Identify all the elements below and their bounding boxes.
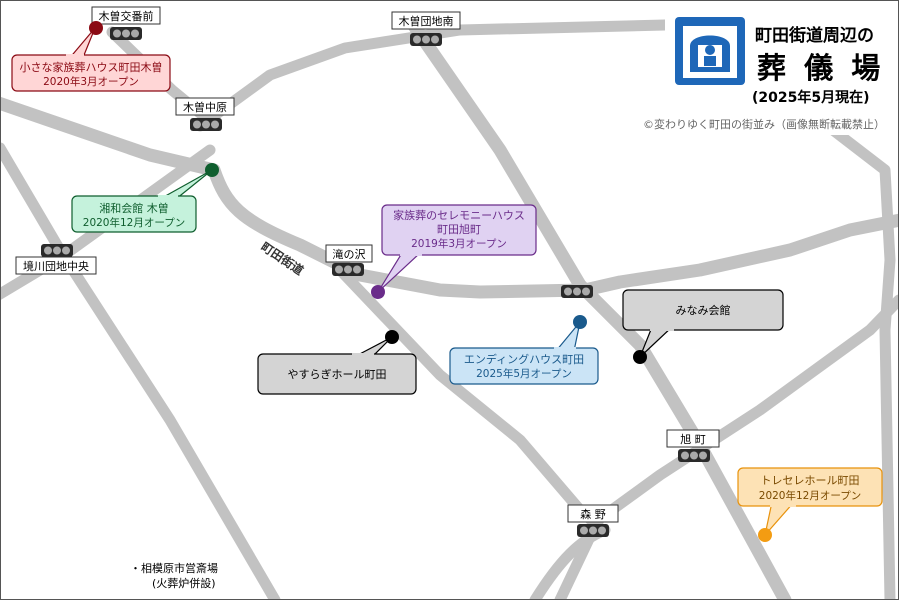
signal-kisobanmae xyxy=(110,27,142,40)
title-line2: 葬 儀 場 xyxy=(757,51,884,85)
road-asahi-east xyxy=(554,294,899,600)
road-left-diagonal xyxy=(0,142,281,600)
road-kisonakahara-north xyxy=(194,19,671,132)
label-takinosawa: 滝の沢 xyxy=(333,247,366,261)
minami-name: みなみ会館 xyxy=(676,303,731,317)
intersection-labels: 木曽交番前 木曽団地南 木曽中原 境川団地中央 滝の沢 旭 町 森 野 xyxy=(15,6,720,523)
toreseru-date: 2020年12月オープン xyxy=(759,489,861,502)
label-sakaigawadanchichuo: 境川団地中央 xyxy=(23,259,89,273)
marker-ending xyxy=(573,315,587,329)
road-machida-kaido xyxy=(0,96,899,299)
shonan-name: 湘和会館 木曽 xyxy=(99,201,169,215)
callouts: 小さな家族葬ハウス町田木曽 2020年3月オープン 湘和会館 木曽 2020年1… xyxy=(11,21,883,542)
note-line2: (火葬炉併設) xyxy=(152,576,216,590)
label-kisonakahara: 木曽中原 xyxy=(183,100,227,114)
marker-shonan xyxy=(205,163,219,177)
ceremony-name2: 町田旭町 xyxy=(437,222,481,236)
yasuragi-name: やすらぎホール町田 xyxy=(288,367,387,381)
signal-kisonakahara xyxy=(190,118,222,131)
road-central-diagonal xyxy=(403,13,792,600)
funeral-icon xyxy=(675,17,745,85)
roads xyxy=(0,13,899,600)
label-kisobanmae: 木曽交番前 xyxy=(99,9,154,23)
note-line1: ・相模原市営斎場 xyxy=(130,561,218,575)
title-block: 町田街道周辺の 葬 儀 場 (2025年5月現在) xyxy=(665,0,899,135)
road-takinosawa-south xyxy=(334,264,606,534)
callout-ending: エンディングハウス町田 2025年5月オープン xyxy=(449,315,599,385)
signal-kisodanchiminami xyxy=(410,33,442,46)
callout-ceremony: 家族葬のセレモニーハウス 町田旭町 2019年3月オープン xyxy=(371,204,537,299)
ceremony-name: 家族葬のセレモニーハウス xyxy=(393,208,525,222)
signal-takinosawa xyxy=(332,263,364,276)
title-line1: 町田街道周辺の xyxy=(755,25,874,46)
marker-ceremony xyxy=(371,285,385,299)
copyright: ©変わりゆく町田の街並み（画像無断転載禁止） xyxy=(643,117,885,131)
label-kisodanchiminami: 木曽団地南 xyxy=(399,14,454,28)
title-date: (2025年5月現在) xyxy=(752,89,870,106)
ending-date: 2025年5月オープン xyxy=(476,367,572,380)
label-asahicho: 旭 町 xyxy=(680,432,706,446)
toreseru-name: トレセレホール町田 xyxy=(761,474,860,487)
signals xyxy=(41,27,710,537)
callout-toreseru: トレセレホール町田 2020年12月オープン xyxy=(737,467,883,542)
ending-name: エンディングハウス町田 xyxy=(464,352,584,366)
marker-minami xyxy=(633,350,647,364)
chiisana-name: 小さな家族葬ハウス町田木曽 xyxy=(20,60,163,74)
label-morino: 森 野 xyxy=(580,507,606,521)
marker-chiisana xyxy=(89,21,103,35)
signal-asahicho xyxy=(678,449,710,462)
marker-toreseru xyxy=(758,528,772,542)
marker-yasuragi xyxy=(385,330,399,344)
signal-midroad xyxy=(561,285,593,298)
signal-morino xyxy=(577,524,609,537)
ceremony-date: 2019年3月オープン xyxy=(411,237,507,250)
road-right-edge xyxy=(814,114,896,600)
shonan-date: 2020年12月オープン xyxy=(83,216,185,229)
signal-sakaigawadanchichuo xyxy=(41,244,73,257)
callout-chiisana: 小さな家族葬ハウス町田木曽 2020年3月オープン xyxy=(11,21,171,92)
callout-yasuragi: やすらぎホール町田 xyxy=(257,330,417,395)
callout-minami: みなみ会館 xyxy=(622,289,784,364)
callout-shonan: 湘和会館 木曽 2020年12月オープン xyxy=(71,163,219,233)
chiisana-date: 2020年3月オープン xyxy=(43,75,139,88)
